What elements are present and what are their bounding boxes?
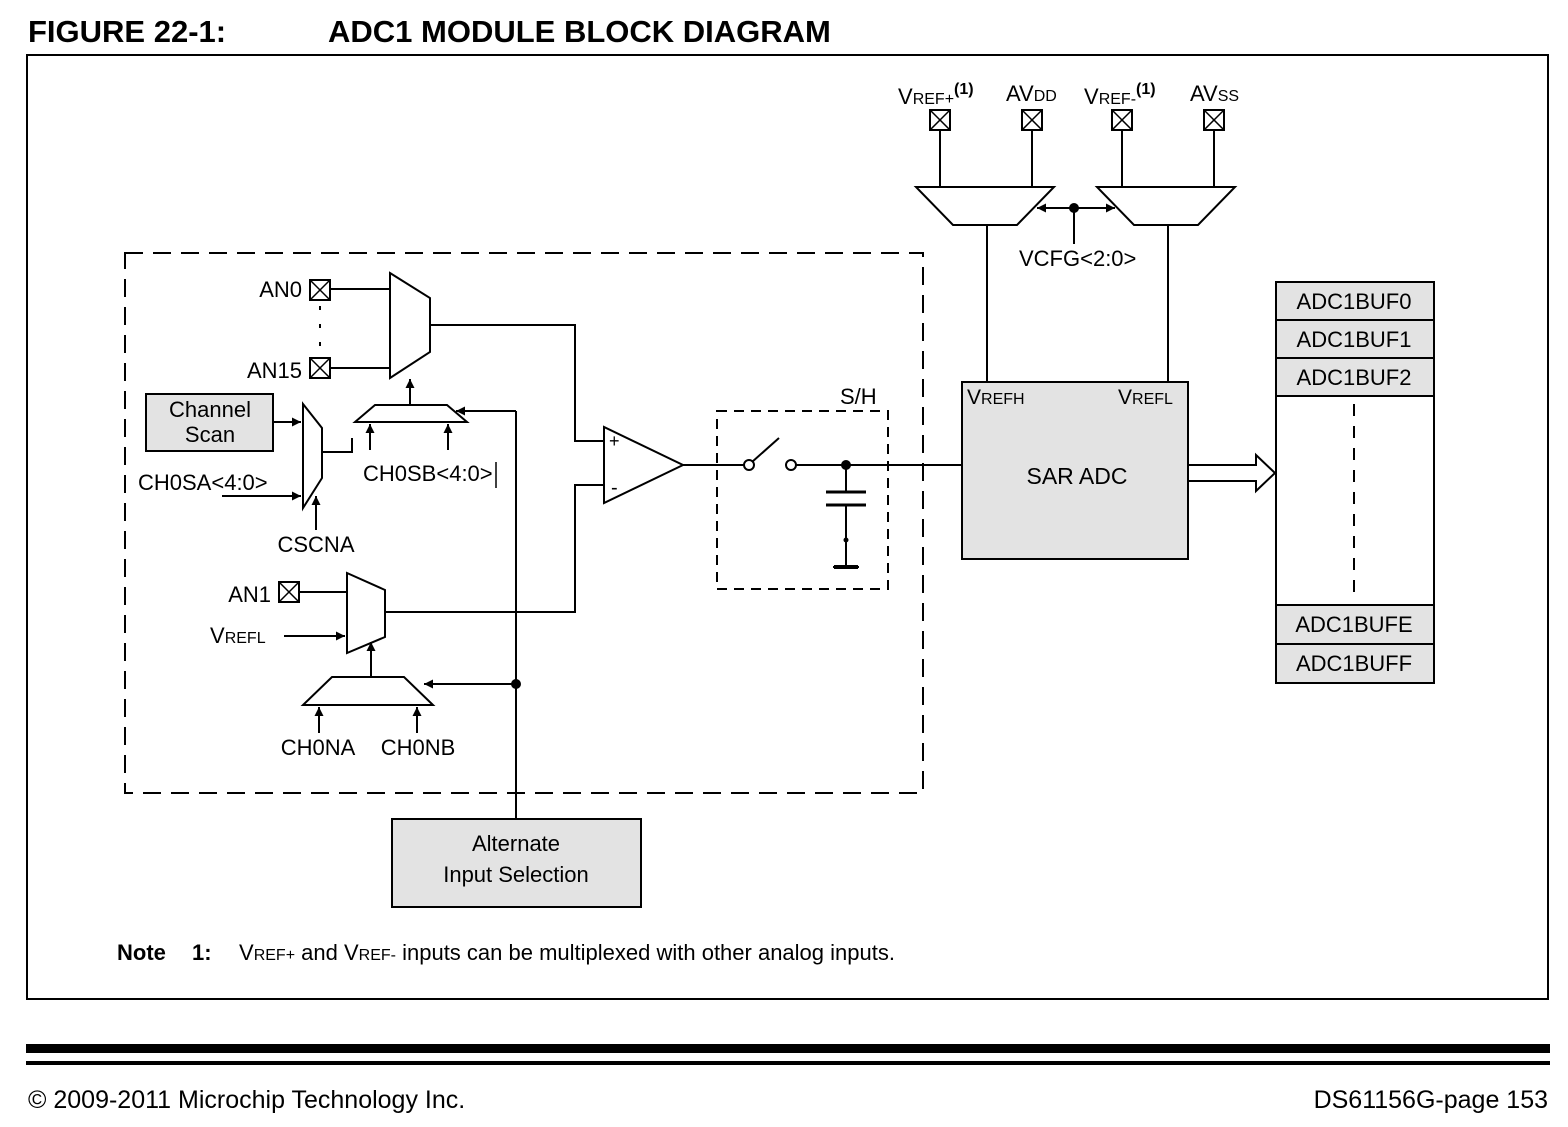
an1-pin: AN1 (228, 581, 300, 607)
vrefh-mux (913, 186, 1057, 226)
svg-text:Channel: Channel (169, 397, 251, 422)
svg-text:1:: 1: (192, 940, 212, 965)
svg-text:Alternate: Alternate (472, 831, 560, 856)
footer-copyright: © 2009-2011 Microchip Technology Inc. (28, 1086, 466, 1114)
sar-adc-label: SAR ADC (1027, 463, 1128, 489)
svg-text:VREF+(1): VREF+(1) (898, 81, 974, 109)
sh-switch (751, 437, 780, 463)
amp-minus: - (611, 477, 618, 499)
svg-text:Note: Note (117, 940, 166, 965)
figure-note: Note 1: VREF+ and VREF- inputs can be mu… (117, 940, 895, 965)
amp-plus: + (609, 431, 620, 451)
an15-pin: AN15 (247, 357, 331, 383)
avss-pin: AVSS (1190, 81, 1239, 131)
svg-text:AVSS: AVSS (1190, 81, 1239, 106)
vcfg-label: VCFG<2:0> (1019, 246, 1136, 271)
footer-rule-thick (26, 1044, 1550, 1053)
switch-contact-left (743, 459, 755, 471)
pin-leads (939, 130, 1215, 187)
result-buffers: ADC1BUF0 ADC1BUF1 ADC1BUF2 ADC1BUFE ADC1… (1275, 281, 1435, 684)
sample-hold-region (716, 410, 889, 590)
vcfg-control: VCFG<2:0> (1019, 203, 1136, 271)
switch-contact-right (785, 459, 797, 471)
avdd-pin: AVDD (1006, 81, 1057, 131)
figure-frame (26, 54, 1549, 1000)
cscna-label: CSCNA (277, 532, 354, 557)
vrefl-input-label: VREFL (210, 623, 266, 648)
svg-text:VREF+ and VREF- inputs can be: VREF+ and VREF- inputs can be multiplexe… (239, 940, 895, 965)
buffer-2: ADC1BUF2 (1297, 365, 1412, 390)
svg-text:AN0: AN0 (259, 277, 302, 302)
cscna-mux (302, 401, 323, 512)
alternate-input-block: Alternate Input Selection (391, 818, 642, 908)
vref-minus-pin: VREF-(1) (1084, 81, 1156, 131)
footer-page-number: DS61156G-page 153 (1313, 1086, 1548, 1114)
ch0nb-label: CH0NB (381, 735, 456, 760)
svg-text:AVDD: AVDD (1006, 81, 1057, 106)
dashed-input-region (124, 252, 924, 794)
vref-plus-pin: VREF+(1) (898, 81, 974, 131)
footer-rule-thin (26, 1061, 1550, 1065)
buffer-0: ADC1BUF0 (1297, 289, 1412, 314)
vrefl-mux (1094, 186, 1238, 226)
ch0sb-select-mux (352, 404, 470, 423)
svg-text:AN1: AN1 (228, 582, 271, 607)
amplifier: + - (603, 425, 686, 505)
svg-text:AN15: AN15 (247, 358, 302, 383)
svg-text:VREF-(1): VREF-(1) (1084, 81, 1156, 109)
ch0sa-label: CH0SA<4:0> (138, 470, 268, 495)
buffer-e: ADC1BUFE (1295, 612, 1412, 637)
figure-name: ADC1 MODULE BLOCK DIAGRAM (328, 14, 831, 49)
figure-number: FIGURE 22-1: (28, 14, 227, 49)
an0-pin: AN0 (259, 277, 331, 302)
negative-input-mux (346, 571, 386, 655)
svg-text:Scan: Scan (185, 422, 235, 447)
sh-label: S/H (840, 384, 877, 409)
sar-vrefh-label: VREFH (967, 386, 1025, 409)
ch0n-select-mux (300, 676, 436, 706)
buffer-f: ADC1BUFF (1296, 651, 1412, 676)
sar-output-arrow (1187, 452, 1277, 494)
sar-adc-block: VREFH VREFL SAR ADC (961, 381, 1189, 560)
ch0sb-label: CH0SB<4:0> (363, 461, 493, 486)
ch0na-label: CH0NA (281, 735, 356, 760)
svg-text:Input Selection: Input Selection (443, 862, 589, 887)
positive-input-mux (389, 271, 431, 380)
channel-scan-block: Channel Scan (145, 393, 274, 452)
buffer-1: ADC1BUF1 (1297, 327, 1412, 352)
sar-vrefl-label: VREFL (1118, 386, 1173, 409)
